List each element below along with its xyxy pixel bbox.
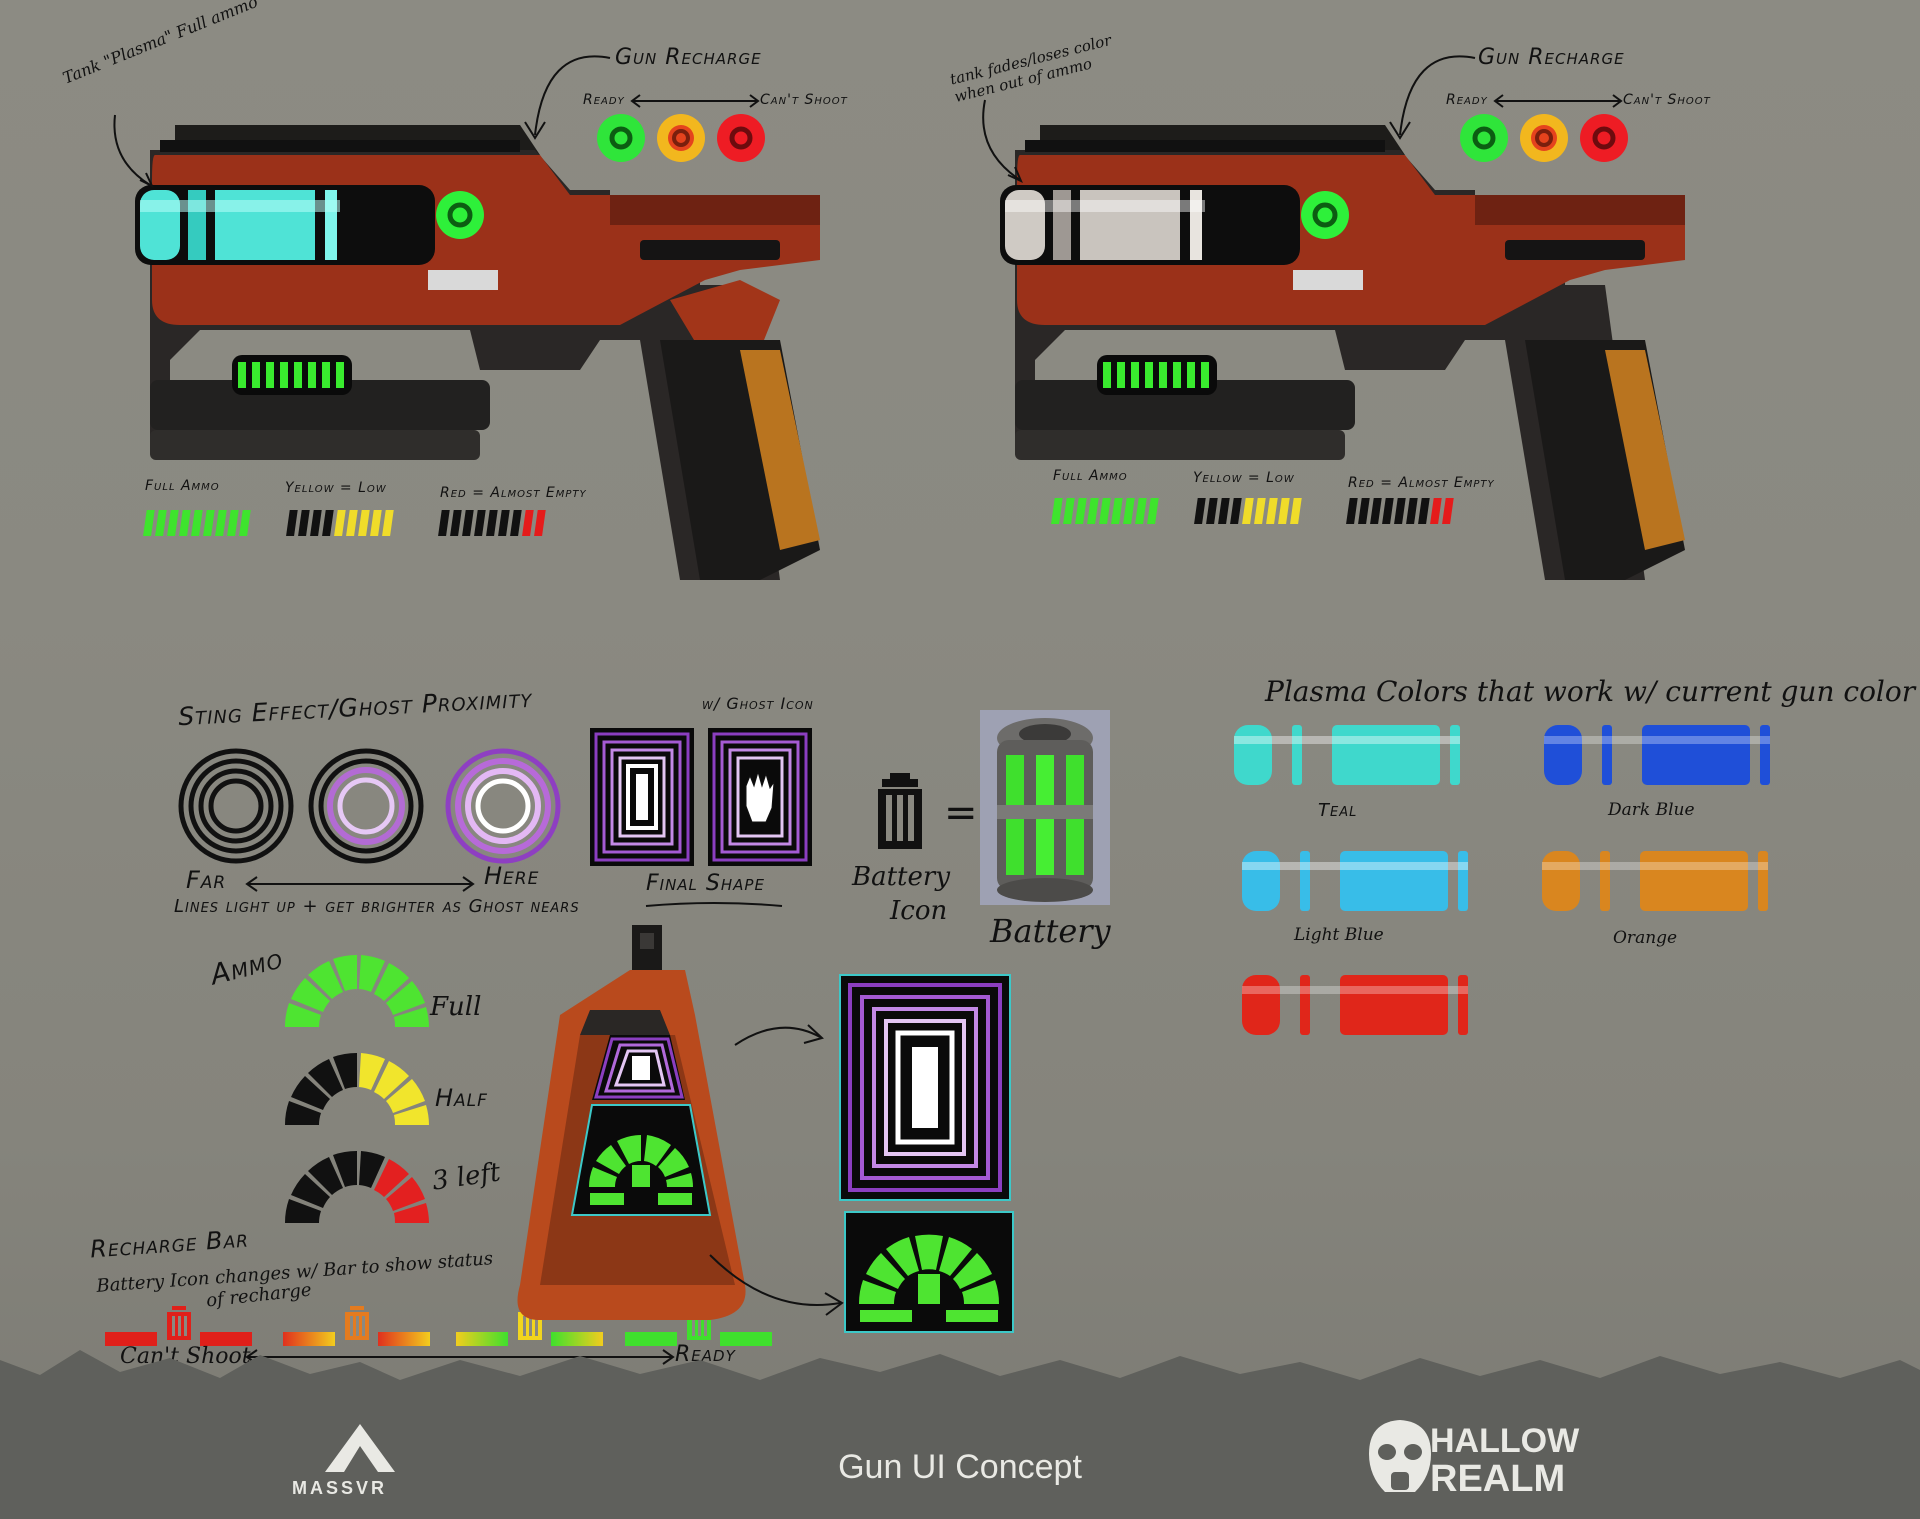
- sting-far-rings: [178, 748, 294, 864]
- gun-1-recharge-arrow: [524, 55, 611, 140]
- plasma-tube-orange: [1542, 851, 1768, 911]
- battery-equals: =: [944, 790, 978, 836]
- gun-2-ready-range-arrow: [1493, 94, 1623, 108]
- gun-2-red-empty-label: Red = Almost Empty: [1348, 475, 1495, 491]
- battery-render-label: Battery: [990, 912, 1111, 950]
- sting-ghost-icon-label: w/ Ghost Icon: [702, 694, 814, 713]
- recharge-battery-icon-red: [167, 1306, 191, 1340]
- plasma-tube-teal: [1234, 725, 1460, 785]
- gun-1-yellow-low-label: Yellow = Low: [285, 480, 387, 496]
- plasma-dark-blue-label: Dark Blue: [1608, 800, 1695, 820]
- gun-1-recharge-title: Gun Recharge: [615, 45, 762, 70]
- gun-2-full-ammo-label: Full Ammo: [1053, 468, 1128, 484]
- battery-icon: [878, 773, 922, 849]
- plasma-orange-label: Orange: [1613, 928, 1678, 948]
- sting-far-label: Far: [186, 866, 227, 894]
- gun-1-ammo-bar-empty: [438, 510, 546, 536]
- final-shape-underline: [645, 902, 783, 907]
- gun-1-ready-range-arrow: [630, 94, 760, 108]
- gun-1-red-empty-label: Red = Almost Empty: [440, 485, 587, 501]
- sting-mid-rings: [308, 748, 424, 864]
- battery-icon-label-1: Battery: [852, 862, 951, 892]
- gun-1-ready-label: Ready: [583, 92, 625, 108]
- gun-1-note: Tank "Plasma" Full ammo: [60, 0, 261, 88]
- gun-2-yellow-low-label: Yellow = Low: [1193, 470, 1295, 486]
- plasma-teal-label: Teal: [1318, 800, 1358, 821]
- plasma-tube-red: [1242, 975, 1468, 1035]
- hallow-realm-logo-line-1: HALLOW: [1430, 1422, 1580, 1460]
- final-shape-large: [839, 974, 1011, 1201]
- gun-2-recharge-indicators: [1460, 114, 1628, 162]
- plasma-tube-light-blue: [1242, 851, 1468, 911]
- gun-2-ammo-bar-low: [1194, 498, 1302, 524]
- gun-2-recharge-title: Gun Recharge: [1478, 45, 1625, 70]
- sting-final-shape-label: Final Shape: [646, 871, 765, 896]
- hallow-realm-mask-icon: [1369, 1420, 1431, 1492]
- gun-2-note-arrow: [982, 99, 1023, 183]
- gun-1-illustration: [135, 125, 820, 580]
- sting-range-arrow: [245, 876, 475, 892]
- gun-1-cant-shoot-label: Can't Shoot: [760, 92, 848, 108]
- ammo-fan-large: [844, 1211, 1014, 1333]
- massvr-logo-icon: [325, 1424, 395, 1472]
- battery-icon-label-2: Icon: [890, 896, 948, 926]
- gun-1-ammo-bar-full: [143, 510, 251, 536]
- ammo-fan-three-left: [284, 1150, 429, 1223]
- gun-1-ammo-bar-low: [286, 510, 394, 536]
- plasma-light-blue-label: Light Blue: [1294, 925, 1384, 945]
- gun-2-illustration: [1000, 125, 1685, 580]
- ammo-full-label: Full: [430, 992, 482, 1022]
- gun-1-note-arrow: [113, 114, 155, 189]
- gun-1-recharge-indicators: [597, 114, 765, 162]
- sting-caption: Lines light up + get brighter as Ghost n…: [174, 896, 580, 917]
- plasma-tube-dark-blue: [1544, 725, 1770, 785]
- ammo-half-label: Half: [435, 1084, 488, 1112]
- gun-2-ready-label: Ready: [1446, 92, 1488, 108]
- sting-here-rings: [445, 748, 561, 864]
- gun-1-full-ammo-label: Full Ammo: [145, 478, 220, 494]
- ammo-fan-full: [284, 954, 429, 1027]
- ammo-title: Ammo: [207, 941, 287, 992]
- massvr-logo-text: MASSVR: [292, 1478, 388, 1498]
- sting-title: Sting Effect/Ghost Proximity: [177, 683, 534, 732]
- sting-final-shape-ghost: [708, 728, 812, 866]
- plasma-title: Plasma Colors that work w/ current gun c…: [1265, 675, 1916, 708]
- gun-2-ammo-bar-empty: [1346, 498, 1454, 524]
- gun-top-view-mockup: [517, 925, 844, 1320]
- ammo-three-left-label: 3 left: [430, 1157, 503, 1197]
- gun-2-ammo-bar-full: [1051, 498, 1159, 524]
- gun-2-recharge-arrow: [1389, 55, 1476, 140]
- ammo-fan-half: [284, 1052, 429, 1125]
- recharge-bar-title: Recharge Bar: [89, 1224, 250, 1264]
- battery-render: [980, 710, 1110, 905]
- hallow-realm-logo-line-2: REALM: [1430, 1458, 1566, 1500]
- page-title: Gun UI Concept: [838, 1448, 1082, 1486]
- sting-here-label: Here: [484, 862, 540, 890]
- recharge-battery-icon-orange: [345, 1306, 369, 1340]
- gun-2-cant-shoot-label: Can't Shoot: [1623, 92, 1711, 108]
- sting-final-shape-plain: [590, 728, 694, 866]
- ghost-hand-icon: [745, 770, 775, 823]
- footer: [0, 1380, 1920, 1519]
